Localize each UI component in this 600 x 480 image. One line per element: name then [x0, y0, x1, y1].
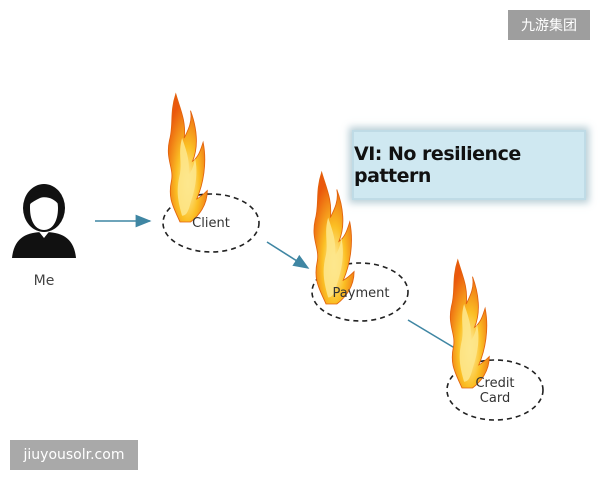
client-label: Client — [192, 216, 230, 231]
payment-label: Payment — [332, 286, 390, 301]
arrow-payment-to-creditcard — [407, 319, 459, 351]
title-box: VI: No resilience pattern — [352, 130, 586, 200]
watermark-bottom: jiuyousolr.com — [10, 440, 138, 470]
credit-card-node — [446, 359, 544, 421]
fire-icon-credit-card — [449, 259, 490, 389]
user-avatar-icon — [12, 184, 76, 258]
payment-node — [311, 262, 409, 322]
watermark-top: 九游集团 — [508, 10, 590, 40]
arrow-client-to-payment — [266, 241, 310, 269]
fire-icon-payment — [313, 171, 355, 305]
me-label: Me — [33, 273, 55, 289]
client-node — [162, 193, 260, 253]
credit-card-label: Credit Card — [452, 376, 538, 406]
credit-card-label-line1: Credit — [475, 376, 515, 391]
fire-icon-client — [167, 93, 208, 223]
credit-card-label-line2: Card — [479, 391, 511, 406]
